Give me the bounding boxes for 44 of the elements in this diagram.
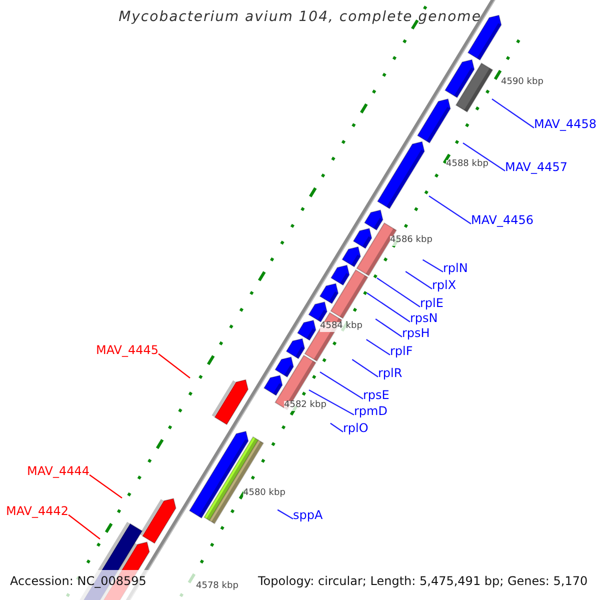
- gene-label: rpsE: [363, 389, 390, 402]
- gene-label: rplF: [390, 345, 413, 358]
- scale-label: 4580 kbp: [243, 489, 286, 499]
- leader-line: [330, 422, 344, 432]
- leader-line: [405, 271, 432, 290]
- gene-label: rplR: [378, 367, 402, 380]
- info-text: Topology: circular; Length: 5,475,491 bp; Genes: 5,170: [258, 575, 588, 588]
- scale-label: 4578 kbp: [196, 582, 238, 592]
- gene-label: rplO: [343, 422, 368, 436]
- leader-line: [277, 509, 294, 520]
- scale-label: 4590 kbp: [501, 78, 544, 88]
- leader-line: [376, 278, 420, 308]
- scale-label: 4586 kbp: [390, 236, 432, 246]
- gene-label: MAV_4445: [96, 344, 159, 358]
- scale-label: 4584 kbp: [320, 322, 362, 332]
- gene-label: MAV_4457: [505, 161, 568, 174]
- info-text: Accession: NC_008595: [10, 575, 146, 588]
- leader-line: [158, 353, 190, 378]
- leader-line: [375, 318, 402, 338]
- leader-line: [492, 98, 534, 128]
- leader-line: [68, 514, 100, 540]
- leader-line: [422, 259, 444, 272]
- gene-label: rpsN: [410, 312, 438, 326]
- gene-label: rpmD: [354, 405, 388, 418]
- gene-label: rplN: [443, 262, 468, 276]
- leader-line: [366, 339, 390, 356]
- leader-line: [89, 474, 122, 498]
- gene-label: MAV_4458: [534, 118, 597, 132]
- leader-line: [320, 372, 364, 400]
- leader-line: [428, 196, 472, 224]
- scale-label: 4582 kbp: [284, 401, 326, 411]
- leader-line: [366, 292, 410, 322]
- gene-label: sppA: [293, 509, 323, 522]
- leader-line: [462, 142, 506, 172]
- gene-label: MAV_4456: [471, 214, 534, 228]
- gene-label: rplX: [432, 279, 456, 292]
- leader-line: [308, 389, 354, 416]
- gene-label: MAV_4442: [6, 505, 69, 518]
- gene-label: rpsH: [402, 327, 430, 340]
- leader-line: [352, 359, 378, 378]
- gene-label: rplE: [420, 297, 444, 310]
- title: Mycobacterium avium 104, complete genome: [118, 10, 482, 26]
- gene-label: MAV_4444: [27, 465, 90, 478]
- scale-label: 4588 kbp: [446, 160, 488, 170]
